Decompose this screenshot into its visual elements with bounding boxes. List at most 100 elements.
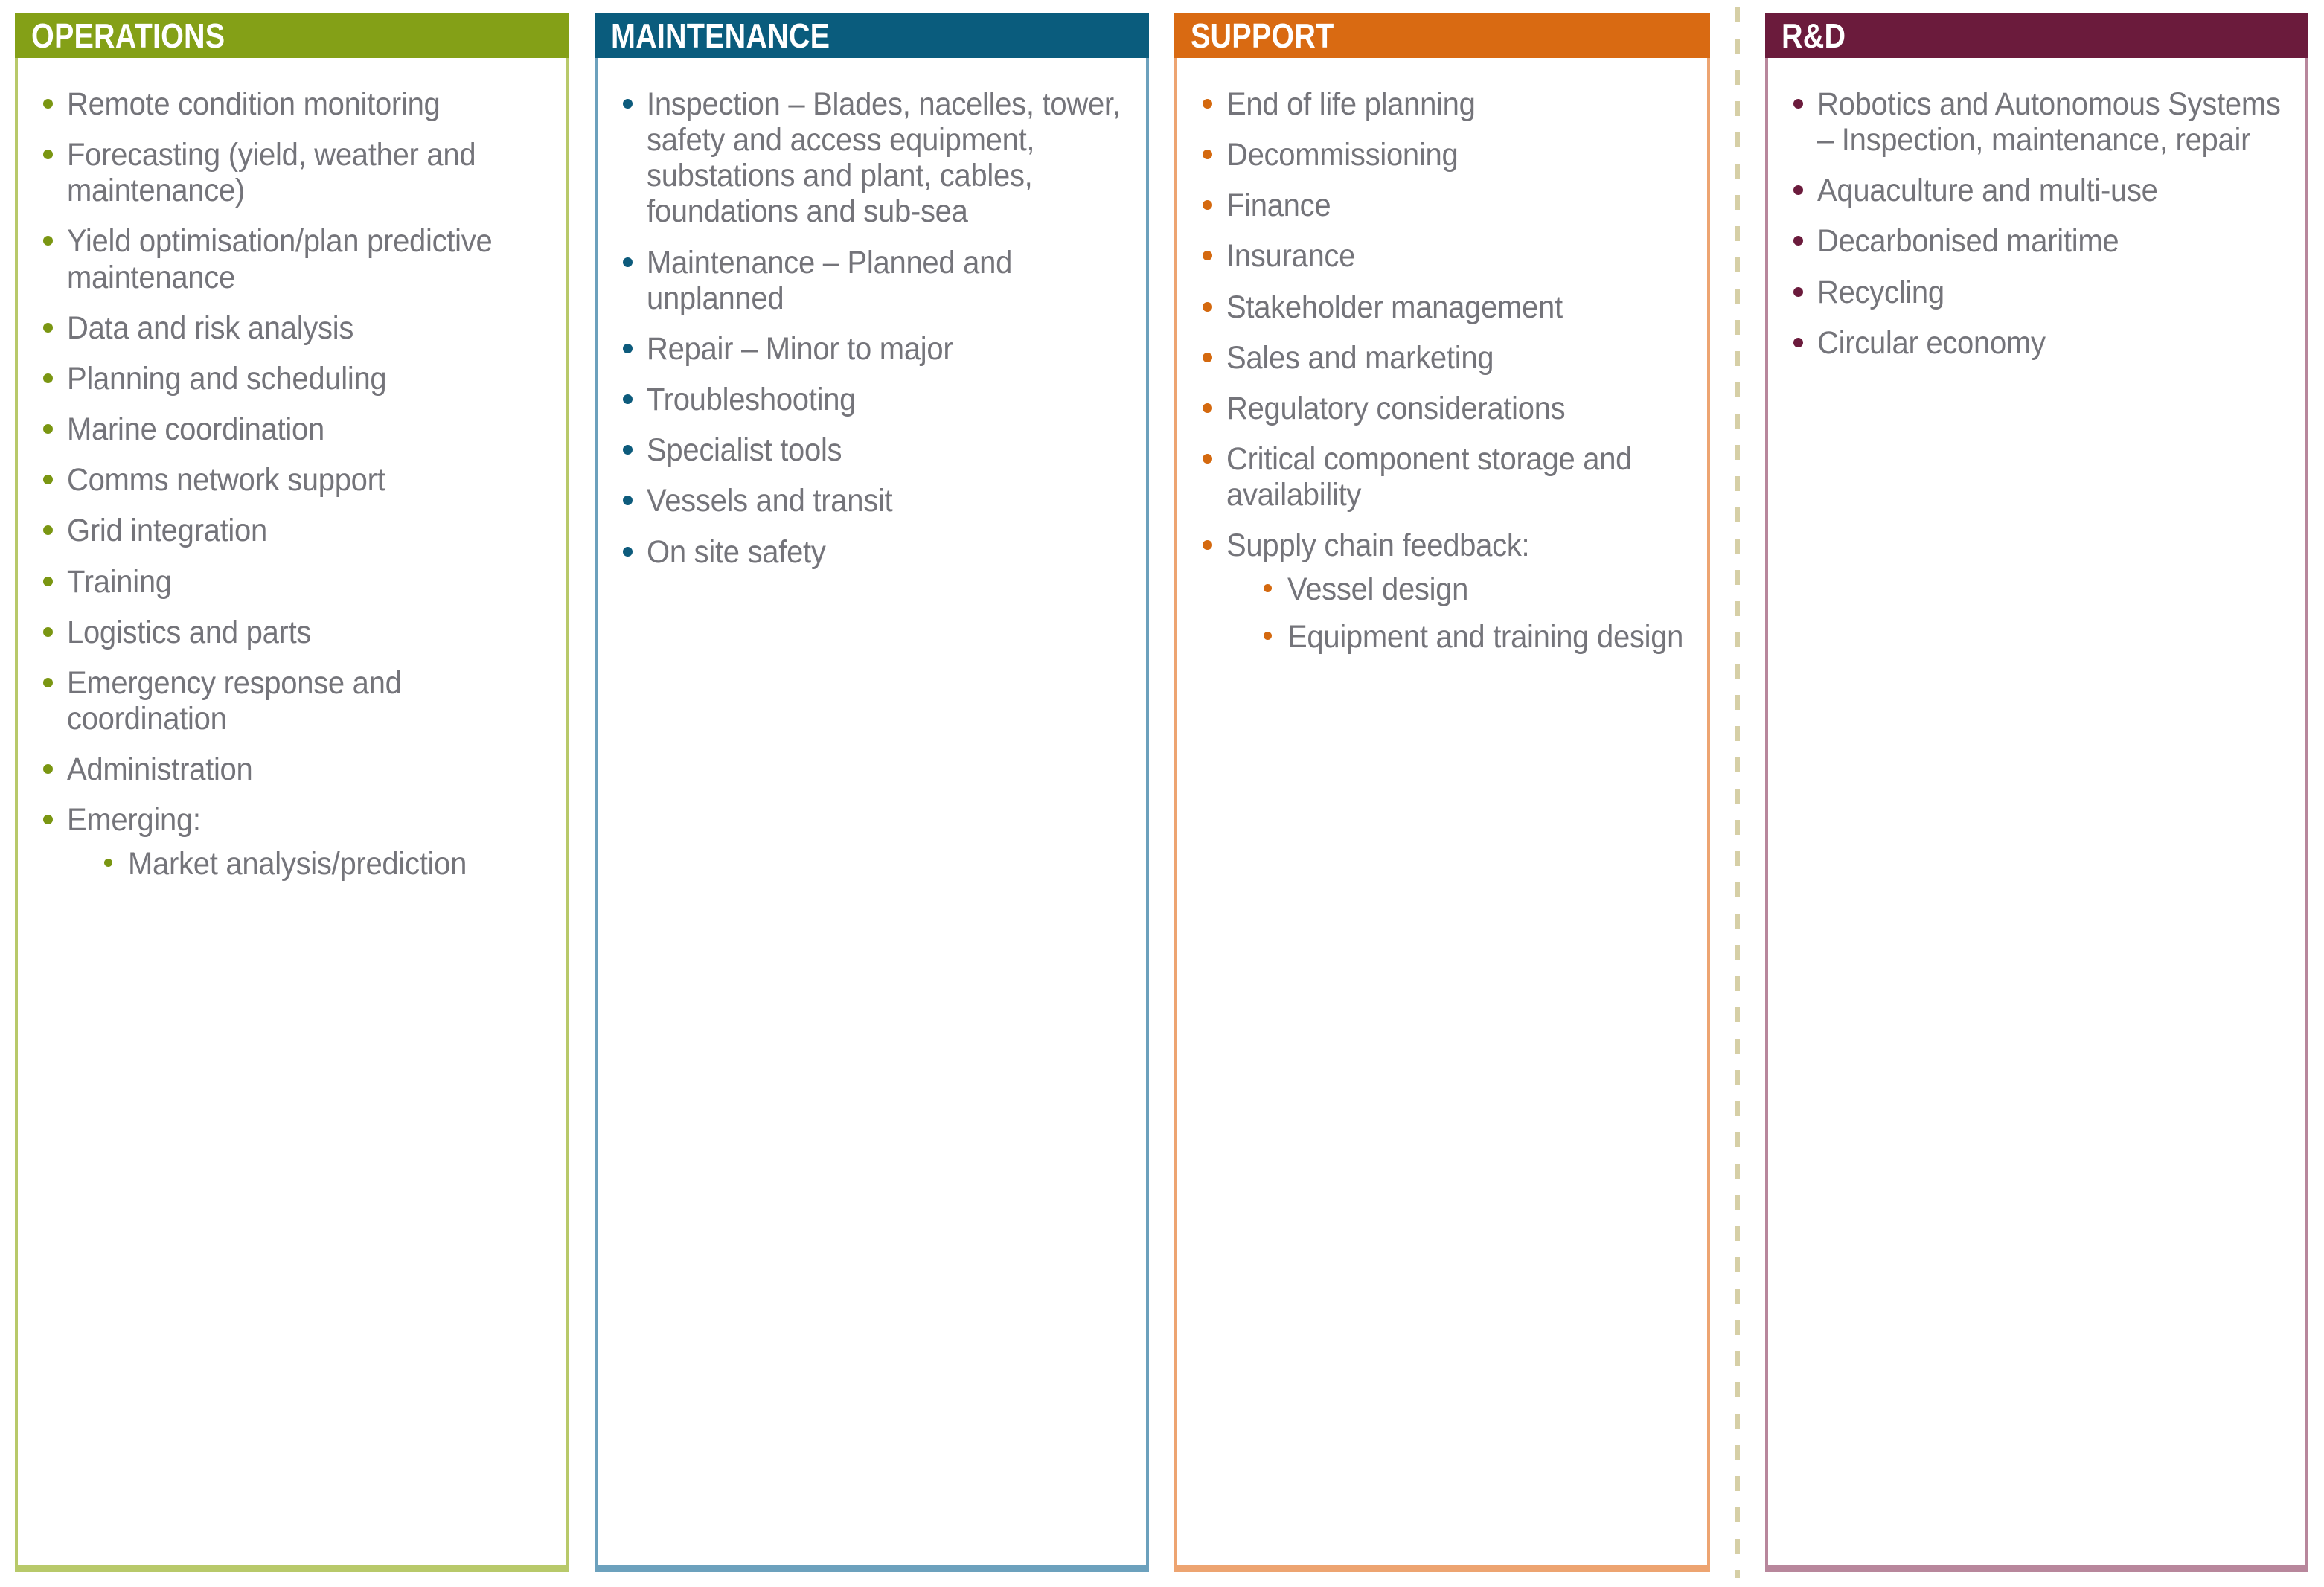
bullet-icon xyxy=(1203,251,1212,261)
list-item-label: Recycling xyxy=(1817,274,1944,310)
list-item-label: Regulatory considerations xyxy=(1226,390,1566,426)
list-item-label: Data and risk analysis xyxy=(67,310,354,346)
bullet-icon xyxy=(43,373,53,383)
list-item: Troubleshooting xyxy=(617,382,1127,417)
list-item-label: Circular economy xyxy=(1817,324,2046,361)
card-title-rnd: R&D xyxy=(1782,16,1846,55)
sub-list-item-label: Vessel design xyxy=(1287,571,1469,607)
list-item: Decommissioning xyxy=(1197,137,1688,173)
bullet-icon xyxy=(43,236,53,246)
list-item-label: Specialist tools xyxy=(647,432,842,469)
bullet-icon xyxy=(1793,236,1803,246)
card-header-support: SUPPORT xyxy=(1174,13,1710,58)
bullet-icon xyxy=(43,576,53,586)
bullet-icon xyxy=(1203,301,1212,312)
list-item-label: Decarbonised maritime xyxy=(1817,223,2119,260)
list-item-label: Marine coordination xyxy=(67,411,324,448)
list-item-label: Insurance xyxy=(1226,238,1356,275)
list-item-label: Forecasting (yield, weather and maintena… xyxy=(67,137,476,209)
bullet-icon xyxy=(104,858,112,867)
card-header-rnd: R&D xyxy=(1765,13,2308,58)
list-item: Stakeholder management xyxy=(1197,289,1688,325)
sub-list-item: Vessel design xyxy=(1259,571,1688,607)
list-item: Vessels and transit xyxy=(617,483,1127,519)
bullet-icon xyxy=(43,815,53,825)
category-card-maintenance: MAINTENANCE Inspection – Blades, nacelles… xyxy=(595,13,1149,1572)
list-item-label: On site safety xyxy=(647,533,826,570)
bullet-icon xyxy=(623,496,633,506)
sub-list-item-label: Equipment and training design xyxy=(1287,618,1684,655)
bullet-icon xyxy=(1264,631,1272,640)
bullet-icon xyxy=(623,394,633,405)
column-gap xyxy=(569,0,595,1587)
card-body-maintenance: Inspection – Blades, nacelles, tower, sa… xyxy=(595,58,1149,1572)
list-item-label: Sales and marketing xyxy=(1226,339,1494,376)
item-list-maintenance: Inspection – Blades, nacelles, tower, sa… xyxy=(617,86,1127,570)
bullet-icon xyxy=(623,445,633,455)
list-item: Inspection – Blades, nacelles, tower, sa… xyxy=(617,86,1127,230)
bullet-icon xyxy=(623,546,633,557)
bullet-icon xyxy=(43,764,53,775)
bullet-icon xyxy=(1793,99,1803,109)
list-item: Insurance xyxy=(1197,238,1688,274)
list-item-label: Emerging: xyxy=(67,802,201,839)
bullet-icon xyxy=(1203,454,1212,464)
bullet-icon xyxy=(43,475,53,485)
bullet-icon xyxy=(623,257,633,267)
list-item-label: Training xyxy=(67,563,172,600)
left-edge-spacer xyxy=(0,0,15,1587)
list-item: Critical component storage and availabil… xyxy=(1197,441,1688,513)
card-body-rnd: Robotics and Autonomous Systems – Inspec… xyxy=(1765,58,2308,1572)
column-gap xyxy=(1740,0,1765,1587)
list-item: Robotics and Autonomous Systems – Inspec… xyxy=(1787,86,2286,158)
sub-list-item: Market analysis/prediction xyxy=(100,846,547,882)
bullet-icon xyxy=(1793,185,1803,196)
list-item-label: Repair – Minor to major xyxy=(647,330,953,367)
bullet-icon xyxy=(1203,352,1212,362)
bullet-icon xyxy=(1793,286,1803,297)
bullet-icon xyxy=(43,424,53,435)
list-item-label: Logistics and parts xyxy=(67,614,312,650)
list-item: End of life planning xyxy=(1197,86,1688,122)
list-item-label: Grid integration xyxy=(67,513,267,549)
list-item-label: Remote condition monitoring xyxy=(67,86,441,122)
column-gap xyxy=(1710,0,1735,1587)
column-gap xyxy=(1149,0,1174,1587)
list-item: Marine coordination xyxy=(37,411,547,447)
list-item: On site safety xyxy=(617,534,1127,570)
card-title-support: SUPPORT xyxy=(1191,16,1334,55)
bullet-icon xyxy=(1793,337,1803,347)
list-item: Data and risk analysis xyxy=(37,310,547,346)
bullet-icon xyxy=(43,322,53,333)
list-item-label: Inspection – Blades, nacelles, tower, sa… xyxy=(647,86,1121,230)
list-item-label: Finance xyxy=(1226,187,1331,224)
list-item-label: Emergency response and coordination xyxy=(67,664,402,737)
list-item: Aquaculture and multi-use xyxy=(1787,173,2286,208)
bullet-icon xyxy=(43,626,53,637)
bullet-icon xyxy=(1203,403,1212,413)
list-item-label: Supply chain feedback: xyxy=(1226,528,1530,564)
list-item: Logistics and parts xyxy=(37,615,547,650)
list-item-label: Robotics and Autonomous Systems – Inspec… xyxy=(1817,86,2281,158)
list-item: Recycling xyxy=(1787,275,2286,310)
sub-item-list: Market analysis/prediction xyxy=(67,846,547,882)
bullet-icon xyxy=(43,99,53,109)
list-item: Finance xyxy=(1197,187,1688,223)
bullet-icon xyxy=(43,525,53,536)
bullet-icon xyxy=(1203,150,1212,160)
list-item: Remote condition monitoring xyxy=(37,86,547,122)
list-item: Repair – Minor to major xyxy=(617,331,1127,367)
card-title-operations: OPERATIONS xyxy=(31,16,225,55)
card-header-maintenance: MAINTENANCE xyxy=(595,13,1149,58)
item-list-rnd: Robotics and Autonomous Systems – Inspec… xyxy=(1787,86,2286,361)
bullet-icon xyxy=(43,150,53,160)
list-item: Decarbonised maritime xyxy=(1787,223,2286,259)
list-item-label: Decommissioning xyxy=(1226,137,1459,173)
